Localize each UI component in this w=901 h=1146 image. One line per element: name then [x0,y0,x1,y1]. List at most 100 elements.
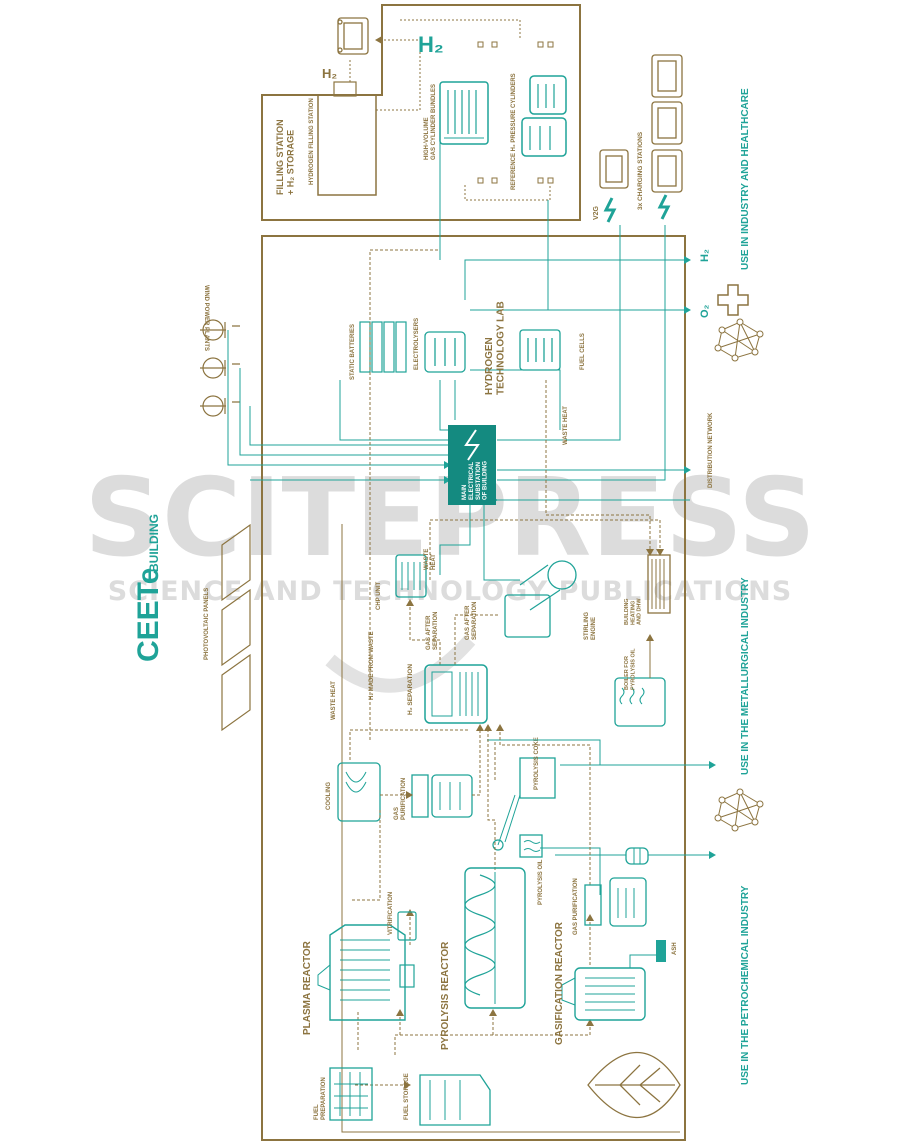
hydrogen-filling-station-label: HYDROGEN FILLING STATION [309,98,315,185]
gas-purification-1: GASPURIFICATION [394,774,473,820]
filling-station-label: FILLING STATION + H₂ STORAGE [275,117,295,195]
fuel-cell-icon [519,329,561,371]
main-electrical-substation: MAINELECTRICALSUBSTATIONOF BUILDING [448,425,496,505]
heat-lines [349,249,664,780]
pyrolysis-reactor: PYROLYSIS REACTOR [440,867,526,1050]
pyrolysis-oil-label: PYROLYSIS OIL [538,859,544,905]
network-icon [714,318,764,362]
gas-purification-2-label: GAS PURIFICATION [573,878,579,935]
label-line: PYROLYSIS OIL [630,648,636,690]
wind-power-plants: WIND POWER PLANTS [200,285,240,417]
title-block: CEETe BUILDING [132,514,165,662]
o2-out-label: O₂ [699,304,711,318]
high-volume-bundles-label: HIGH-VOLUME GAS CYLINDER BUNDLES [424,84,437,160]
plasma-reactor: VITRIFICATION PLASMA REACTOR [302,892,417,1035]
gas-pipelines [439,140,691,314]
building-heating: BUILDINGHEATINGAND DHW [624,554,671,625]
h2-separation-label: H₂ SEPARATION [407,664,414,715]
label-line: + H₂ STORAGE [285,130,295,195]
reference-cylinders-label: REFERENCE H₂ PRESSURE CYLINDERS [511,73,517,190]
fuel-storage-label: FUEL STORAGE [404,1073,410,1120]
gas-cylinder-bundles-icon [439,81,489,145]
car-icon [651,101,683,145]
car-icon [651,54,683,98]
electrolysers-label: ELECTROLYSERS [414,318,420,370]
boiler-label: BOILER FORPYROLYSIS OIL [624,648,636,690]
use-metallurgical: USE IN THE METALLURGICAL INDUSTRY [740,577,751,775]
label-line: ELECTRICAL [469,462,475,500]
stirling-engine: STIRLINGENGINE [504,560,597,640]
wind-turbine-icon [200,319,240,417]
wind-label: WIND POWER PLANTS [203,285,209,351]
label-line: TECHNOLOGY LAB [496,301,507,395]
network-icon [714,788,764,832]
boiler-pyrolysis-oil: BOILER FORPYROLYSIS OIL [614,648,666,727]
pyrolysis-coke: PYROLYSIS COKE [492,737,556,851]
label-line: PURIFICATION [401,778,407,820]
waste-heat-left-label: WASTE HEAT [331,681,337,720]
stirling-engine-label: STIRLINGENGINE [584,612,597,640]
use-petrochemical: USE IN THE PETROCHEMICAL INDUSTRY [740,885,751,1085]
label-line: HEAT [431,554,437,570]
photovoltaic-panels: PHOTOVOLTAIC PANELS [204,523,251,732]
label-line: SEPARATION [472,602,478,640]
gas-after-separation-2: GAS AFTERSEPARATION [465,602,478,640]
gas-after-separation-1: GAS AFTERSEPARATION [426,612,439,650]
gasification-reactor-label: GASIFICATION REACTOR [554,921,565,1045]
ash-container: ASH [629,940,678,968]
building-border [261,235,686,1141]
charging-stations: V2G 3x CHARGING STATIONS [593,54,683,223]
charging-stations-label: 3x CHARGING STATIONS [637,131,644,210]
label-line: PREPARATION [321,1077,327,1120]
car-icon [337,17,369,55]
pyrolysis-coke-label: PYROLYSIS COKE [534,737,540,790]
storage-tank-icon [625,847,649,865]
fuel-preparation-label: FUELPREPARATION [314,1077,327,1120]
car-icon [599,149,629,189]
h2-out-label: H₂ [699,249,711,262]
outflow-lines [487,739,715,895]
watermark-sub: SCIENCE AND TECHNOLOGY PUBLICATIONS [108,576,792,607]
pressure-cylinders-icon [521,75,567,157]
label-line: GAS CYLINDER BUNDLES [431,84,437,160]
process-flows [350,724,594,1089]
pv-label: PHOTOVOLTAIC PANELS [204,588,210,660]
label-line: ENGINE [591,617,597,640]
h2-large-label: H₂ [418,32,444,57]
leaf-icon [587,1051,681,1119]
car-icon [651,149,683,193]
gas-purification-1-label: GASPURIFICATION [394,778,407,820]
medical-cross-icon [717,284,749,316]
fuel-cells-label: FUEL CELLS [580,333,586,370]
fuel-preparation: FUELPREPARATION [314,1067,373,1121]
gas-purification-2: GAS PURIFICATION [573,877,647,935]
use-industry-healthcare: USE IN INDUSTRY AND HEALTHCARE [740,88,751,270]
chp-unit-label: CHP UNIT [376,581,382,610]
v2g-label: V2G [593,205,600,220]
right-labels: USE IN INDUSTRY AND HEALTHCARE USE IN TH… [699,88,764,1085]
electrolyser-icon [424,331,466,373]
label-line: SUBSTATION [476,462,482,500]
label-line: SEPARATION [433,612,439,650]
label-line: OF BUILDING [483,461,489,500]
cooling-label: COOLING [326,782,332,810]
waste-heat-chp-label: WASTEHEAT [424,549,437,570]
hydrogen-technology-lab: STATIC BATTERIES ELECTROLYSERS HYDROGENT… [350,301,714,488]
plasma-reactor-label: PLASMA REACTOR [302,940,313,1035]
ash-label: ASH [672,942,678,955]
valve-icons [477,41,554,184]
solar-panel-icon [221,523,251,732]
distribution-network-label: DISTRIBUTION NETWORK [708,412,714,488]
chp-unit: CHP UNIT WASTEHEAT [376,549,437,610]
pyrolysis-reactor-label: PYROLYSIS REACTOR [440,941,451,1050]
gasification-reactor: GASIFICATION REACTOR [554,921,646,1045]
lightning-icon [603,197,617,223]
lightning-icon [464,429,480,461]
h2-small-label: H₂ [322,66,337,81]
label-line: HEATING [630,601,636,625]
main-substation-label: MAINELECTRICALSUBSTATIONOF BUILDING [462,461,489,500]
waste-heat-lab-label: WASTE HEAT [563,406,569,445]
pyrolysis-oil-tank: PYROLYSIS OIL [519,834,544,905]
filling-station-box: FILLING STATION + H₂ STORAGE HYDROGEN FI… [261,4,581,221]
